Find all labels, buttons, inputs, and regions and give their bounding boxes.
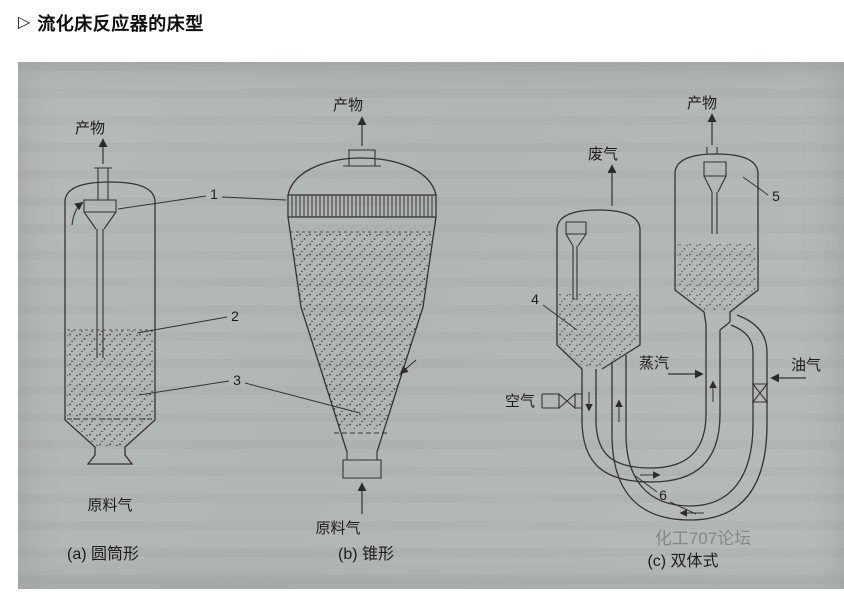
vessel-c-left-bed <box>559 294 638 367</box>
callout-5: 5 <box>772 188 780 204</box>
caption-a: (a) 圆筒形 <box>67 545 139 563</box>
product-label-c: 产物 <box>687 95 717 112</box>
feed-gas-label-b: 原料气 <box>315 520 360 537</box>
u-pipe-inner-outer-edge <box>581 330 721 483</box>
vessel-c-left-outline <box>556 209 641 370</box>
vessel-c-right-cyclone <box>703 161 727 234</box>
vessel-b-bottom-outlet <box>342 452 382 479</box>
vessel-b-inner-flow-arrow <box>399 359 417 375</box>
vessel-b-grid-band <box>287 194 437 218</box>
vessel-b-nozzle <box>343 149 381 167</box>
vessel-b-walls <box>287 216 437 453</box>
product-label-b: 产物 <box>333 97 363 114</box>
callout-6: 6 <box>659 487 667 503</box>
feed-gas-label-a: 原料气 <box>87 497 132 514</box>
vessel-a-catalyst-bed <box>67 330 153 446</box>
air-label: 空气 <box>505 393 535 410</box>
flue-gas-label: 废气 <box>588 146 618 163</box>
vessel-c-right-bed <box>677 244 756 310</box>
diagram-b-conical <box>287 116 437 514</box>
callout-2: 2 <box>231 308 239 324</box>
air-valve-icon <box>558 392 576 410</box>
callout-4-leader <box>542 304 578 331</box>
oil-valve-icon <box>751 383 769 403</box>
vessel-c-left-cyclone <box>565 221 587 300</box>
caption-c: (c) 双体式 <box>647 552 718 570</box>
diagram-c-twin-body <box>541 113 806 521</box>
vessel-a-gas-flow-arrow <box>71 202 84 226</box>
air-inlet-stub <box>541 393 582 409</box>
callout-2-leader <box>136 316 228 334</box>
title-marker-icon: ▷ <box>18 14 31 31</box>
page-title: 流化床反应器的床型 <box>37 14 204 34</box>
callout-1-leaders <box>117 195 287 210</box>
vessel-c-right-outlet-stub <box>706 147 718 154</box>
callout-1: 1 <box>210 186 218 202</box>
callout-5-leader <box>742 176 769 196</box>
vessel-c-right-outline <box>674 153 759 331</box>
product-label-a: 产物 <box>75 120 105 137</box>
steam-label: 蒸汽 <box>639 355 669 372</box>
vessel-b-dome <box>287 157 437 196</box>
callout-3: 3 <box>233 372 241 388</box>
watermark: 化工707论坛 <box>655 529 751 548</box>
vessel-a-outlet-pipe <box>94 167 112 200</box>
vessel-b-catalyst-bed <box>290 232 434 429</box>
vessel-a-outline <box>64 181 156 465</box>
callout-4: 4 <box>531 291 539 307</box>
diagram-a-cylindrical <box>64 138 156 465</box>
page-header: ▷ 流化床反应器的床型 <box>18 8 204 38</box>
u-pipe-outer-outer-edge <box>611 314 768 521</box>
u-pipe-outer-inner-edge <box>625 324 754 507</box>
callout-6-leaders <box>633 474 697 515</box>
scanned-figure-panel: 产物 原料气 (a) 圆筒形 1 2 3 产物 原料气 (b) 锥形 <box>18 62 844 589</box>
u-pipe-inner-inner-edge <box>595 324 707 469</box>
vessel-a-cyclone <box>83 199 117 358</box>
oil-gas-label: 油气 <box>791 357 821 374</box>
caption-b: (b) 锥形 <box>338 545 394 563</box>
fluidized-bed-diagram: 产物 原料气 (a) 圆筒形 1 2 3 产物 原料气 (b) 锥形 <box>64 95 821 570</box>
